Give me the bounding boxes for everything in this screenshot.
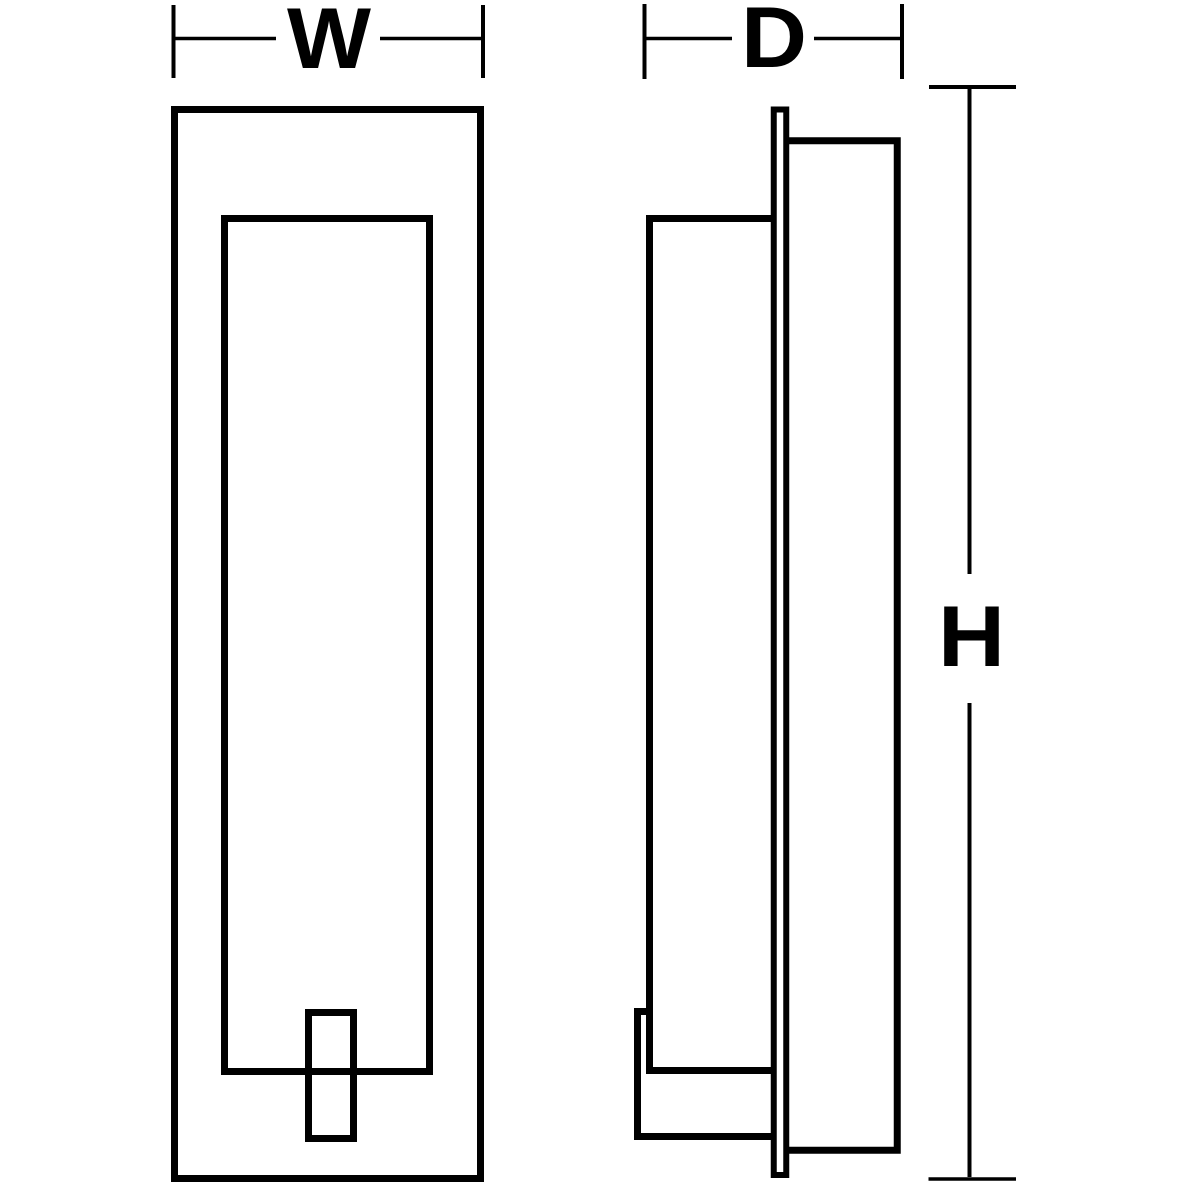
svg-text:H: H [938,589,1005,685]
svg-text:W: W [287,0,372,87]
svg-text:D: D [741,0,807,86]
